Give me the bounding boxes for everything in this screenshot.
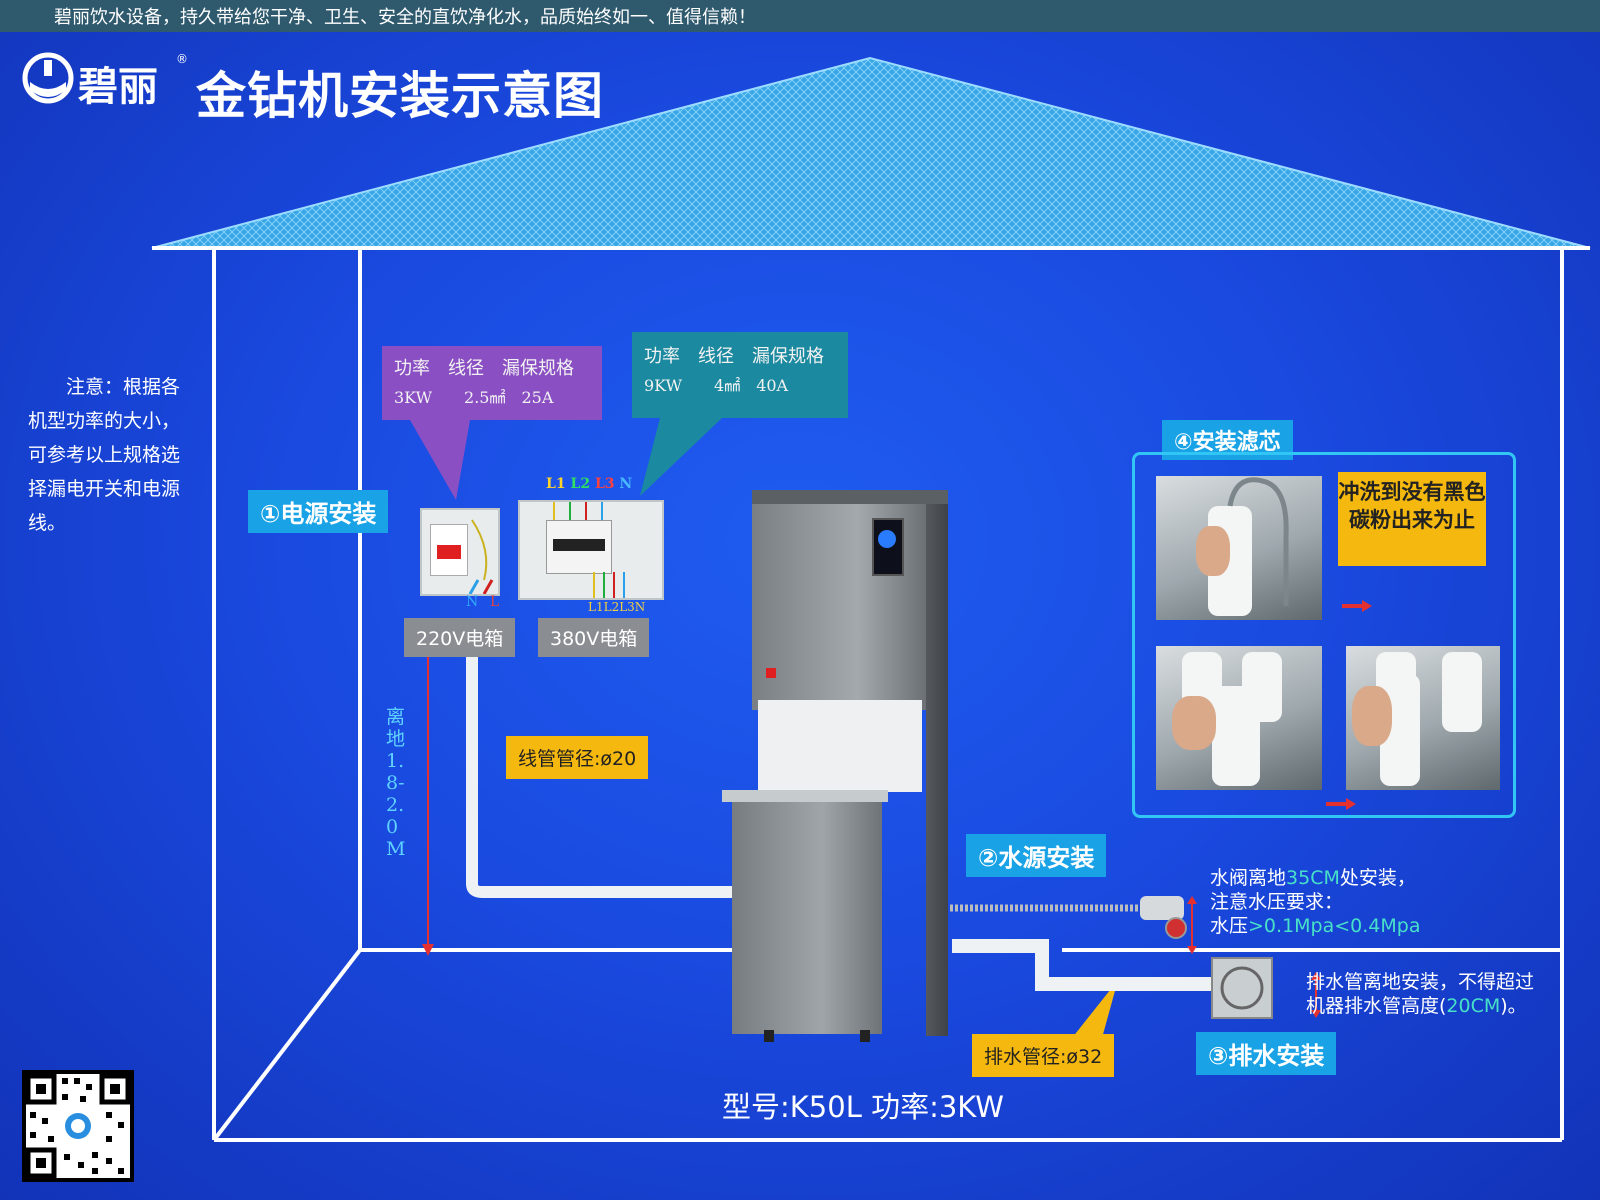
drain-note-line2: 机器排水管高度(20CM)。	[1306, 995, 1527, 1017]
filter-photo-flush	[1156, 476, 1322, 620]
wire-l-220: L	[490, 594, 500, 610]
qr-code	[22, 1070, 134, 1182]
wire-labels-bottom-380: L1L2L3N	[588, 600, 646, 614]
page-title: 金钻机安装示意图	[196, 67, 604, 125]
breaker-380v	[546, 520, 612, 574]
water-note-line3: 水压>0.1Mpa<0.4Mpa	[1210, 915, 1421, 937]
wire-label-l1: L1	[546, 476, 566, 492]
breaker-220v	[430, 524, 468, 576]
label-380v-box: 380V电箱	[538, 618, 650, 657]
wire-label-l3: L3	[594, 476, 615, 492]
roof	[151, 56, 1591, 249]
registered-mark: ®	[176, 52, 188, 66]
machine-top	[752, 490, 948, 504]
electric-box-220v	[420, 508, 500, 596]
control-screen	[872, 518, 904, 576]
top-banner: 碧丽饮水设备，持久带给您干净、卫生、安全的直饮净化水，品质始终如一、值得信赖！	[0, 0, 1600, 32]
banner-text: 碧丽饮水设备，持久带给您干净、卫生、安全的直饮净化水，品质始终如一、值得信赖！	[54, 7, 756, 28]
drain-note-line1: 排水管离地安装，不得超过	[1306, 971, 1535, 993]
drain-note: 排水管离地安装，不得超过 机器排水管高度(20CM)。	[1306, 970, 1534, 1018]
water-note-line1: 水阀离地35CM处安装，	[1210, 867, 1416, 889]
outlet-recess	[758, 700, 922, 792]
drip-tray	[722, 790, 888, 802]
label-220v-box: 220V电箱	[404, 618, 516, 657]
water-note-line2: 注意水压要求：	[1210, 891, 1344, 913]
wire-lines-220v	[468, 519, 494, 594]
spec-box-220v: 功率 线径 漏保规格 3KW 2.5㎟ 25A	[382, 346, 602, 420]
wire-label-l2: L2	[570, 476, 591, 492]
spec-380-header: 功率 线径 漏保规格	[644, 346, 824, 367]
conduit-label: 线管管径:ø20	[506, 736, 649, 779]
machine-lower	[732, 802, 882, 1034]
filter-photo-install-2	[1346, 646, 1500, 790]
electric-box-380v	[518, 500, 664, 600]
machine-foot-left	[764, 1030, 774, 1042]
model-caption: 型号:K50L 功率:3KW	[722, 1090, 1004, 1124]
wire-label-n: N	[619, 476, 633, 492]
filter-warning: 冲洗到没有黑色碳粉出来为止	[1338, 472, 1486, 566]
water-note: 水阀离地35CM处安装， 注意水压要求： 水压>0.1Mpa<0.4Mpa	[1210, 866, 1420, 938]
step-water-tag: ②水源安装	[966, 834, 1107, 877]
height-label: 离地1.8-2.0M	[386, 706, 406, 860]
wire-n-220: N	[466, 594, 479, 610]
drain-pipe-label: 排水管径:ø32	[972, 1034, 1115, 1077]
spec-380-values: 9KW 4㎟ 40A	[644, 376, 789, 395]
spec-220-header: 功率 线径 漏保规格	[394, 358, 574, 379]
wire-lines-380v	[553, 502, 625, 598]
spec-box-380v: 功率 线径 漏保规格 9KW 4㎟ 40A	[632, 332, 848, 418]
machine-side	[926, 490, 948, 1036]
brand-logo: 碧丽 ®	[22, 52, 188, 110]
spec-220-values: 3KW 2.5㎟ 25A	[394, 388, 554, 407]
water-drop-icon	[22, 52, 74, 104]
water-dispenser-machine	[722, 490, 950, 1052]
step-drain-tag: ③排水安装	[1196, 1032, 1337, 1075]
left-note: 注意：根据各机型功率的大小，可参考以上规格选择漏电开关和电源线。	[28, 376, 181, 534]
qr-pattern-icon	[25, 1073, 131, 1179]
brand-name: 碧丽	[78, 64, 158, 110]
hot-indicator	[766, 668, 776, 678]
filter-photo-install-1	[1156, 646, 1322, 790]
filter-panel	[1132, 452, 1516, 818]
wire-labels-top-380: L1 L2 L3 N	[546, 476, 632, 492]
step-power-tag: ①电源安装	[248, 490, 389, 533]
machine-foot-right	[860, 1030, 870, 1042]
